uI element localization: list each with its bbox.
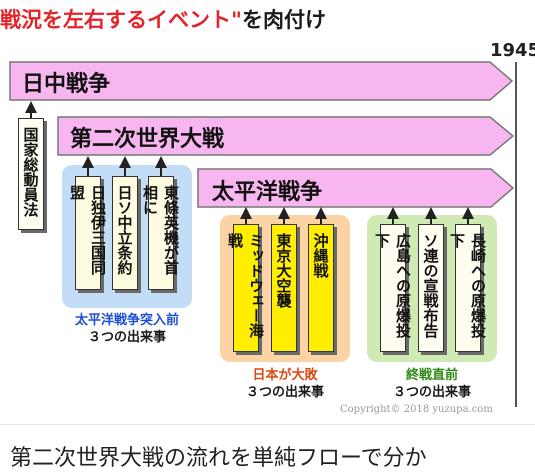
arrow-sino-japanese-war	[9, 61, 514, 101]
divider-line	[0, 424, 535, 425]
event-card: 沖縄戦	[308, 224, 334, 352]
event-card: 長崎への原爆投下	[448, 224, 487, 352]
group-caption-line1: 太平洋戦争突入前	[74, 313, 179, 328]
group-caption-right-before-end: 終戦直前 ３つの出来事	[357, 367, 507, 401]
event-card: 日独伊三国同盟	[68, 176, 107, 290]
group-caption-line2: ３つの出来事	[245, 385, 324, 400]
event-card: 広島への原爆投下	[373, 224, 412, 352]
group-caption-line1: 終戦直前	[405, 368, 458, 383]
arrow-label-pacific-war: 太平洋戦争	[212, 180, 323, 205]
arrow-sino-japanese-war-shape	[9, 61, 514, 101]
event-card: ミッドウェー海戦	[226, 224, 265, 352]
group-caption-before-pacific-war: 太平洋戦争突入前 ３つの出来事	[52, 312, 202, 346]
copyright-notice: Copyright© 2018 yuzupa.com	[340, 404, 493, 415]
arrow-world-war-2	[57, 116, 515, 156]
diagram-heading: 戦況を左右するイベント"を肉付け	[0, 4, 535, 34]
event-card: 東條英機が首相に	[141, 176, 180, 290]
year-marker: 1945	[490, 40, 535, 61]
arrow-label-world-war-2: 第二次世界大戦	[70, 127, 225, 152]
arrow-label-sino-japanese-war: 日中戦争	[22, 72, 111, 97]
heading-highlight: 戦況を左右するイベント"	[0, 8, 242, 32]
arrow-world-war-2-shape	[57, 116, 515, 156]
event-card: 東京大空襲	[271, 224, 297, 352]
group-caption-line2: ３つの出来事	[87, 330, 166, 345]
event-card: 日ソ中立条約	[112, 176, 138, 290]
group-caption-line2: ３つの出来事	[392, 385, 471, 400]
group-caption-line1: 日本が大敗	[252, 368, 318, 383]
arrow-pacific-war	[197, 168, 515, 208]
year-marker-line	[515, 62, 517, 407]
heading-rest: を肉付け	[241, 8, 326, 32]
event-national-mobilization-law: 国家総動員法	[18, 118, 44, 230]
arrow-pacific-war-shape	[197, 168, 515, 208]
article-caption-text[interactable]: 第二次世界大戦の流れを単純フローで分か	[10, 446, 427, 471]
group-caption-japan-big-defeat: 日本が大敗 ３つの出来事	[210, 367, 360, 401]
event-card: ソ連の宣戦布告	[418, 224, 444, 352]
